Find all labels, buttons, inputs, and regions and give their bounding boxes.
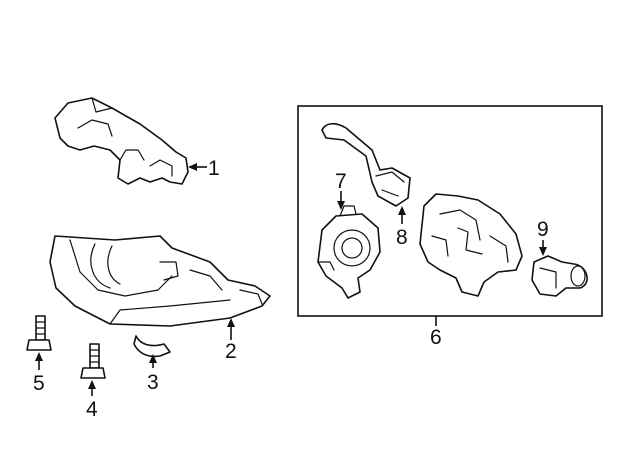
callout-4: 4 [86,398,98,421]
callout-8: 8 [396,226,408,249]
callout-5: 5 [33,372,45,395]
assembly-box [297,105,603,317]
clockspring-part [317,205,381,299]
screw-part-4 [80,343,106,379]
clip-part [133,335,171,358]
callout-7: 7 [335,170,347,193]
switch-stalk-part [321,122,411,207]
callout-2: 2 [225,340,237,363]
callout-3: 3 [147,371,159,394]
sensor-part [531,255,588,297]
screw-part-5 [26,315,52,351]
lower-shroud-part [49,235,271,327]
callout-6: 6 [430,326,442,349]
callout-1: 1 [208,157,220,180]
leader-lines [35,163,547,396]
control-module-part [419,193,523,297]
upper-shroud-part [54,97,189,185]
callout-9: 9 [537,218,549,241]
